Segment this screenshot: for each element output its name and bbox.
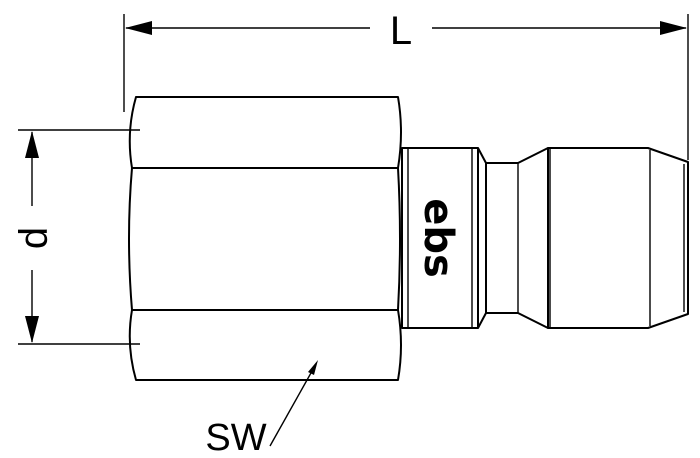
wrench-leader-arrow: [308, 360, 318, 375]
wrench-size-callout: SW: [205, 360, 318, 458]
length-arrow-left: [125, 21, 152, 35]
coupling-plug: ebs: [401, 147, 689, 329]
wrench-label: SW: [205, 417, 266, 458]
hex-body-outline: [128, 96, 402, 381]
diameter-dimension: d: [12, 129, 140, 345]
diameter-arrow-bottom: [25, 316, 39, 343]
diameter-arrow-top: [25, 131, 39, 158]
hex-body: [128, 96, 402, 381]
plug-nose: [547, 147, 689, 329]
brand-logo: ebs: [415, 198, 461, 278]
length-arrow-right: [660, 21, 687, 35]
wrench-leader-line: [269, 363, 317, 447]
diameter-label: d: [12, 227, 56, 249]
length-label: L: [390, 9, 412, 53]
length-dimension: L: [123, 9, 689, 160]
plug-taper: [477, 147, 487, 329]
plug-groove: [486, 147, 549, 329]
plug-collar: [401, 147, 479, 329]
